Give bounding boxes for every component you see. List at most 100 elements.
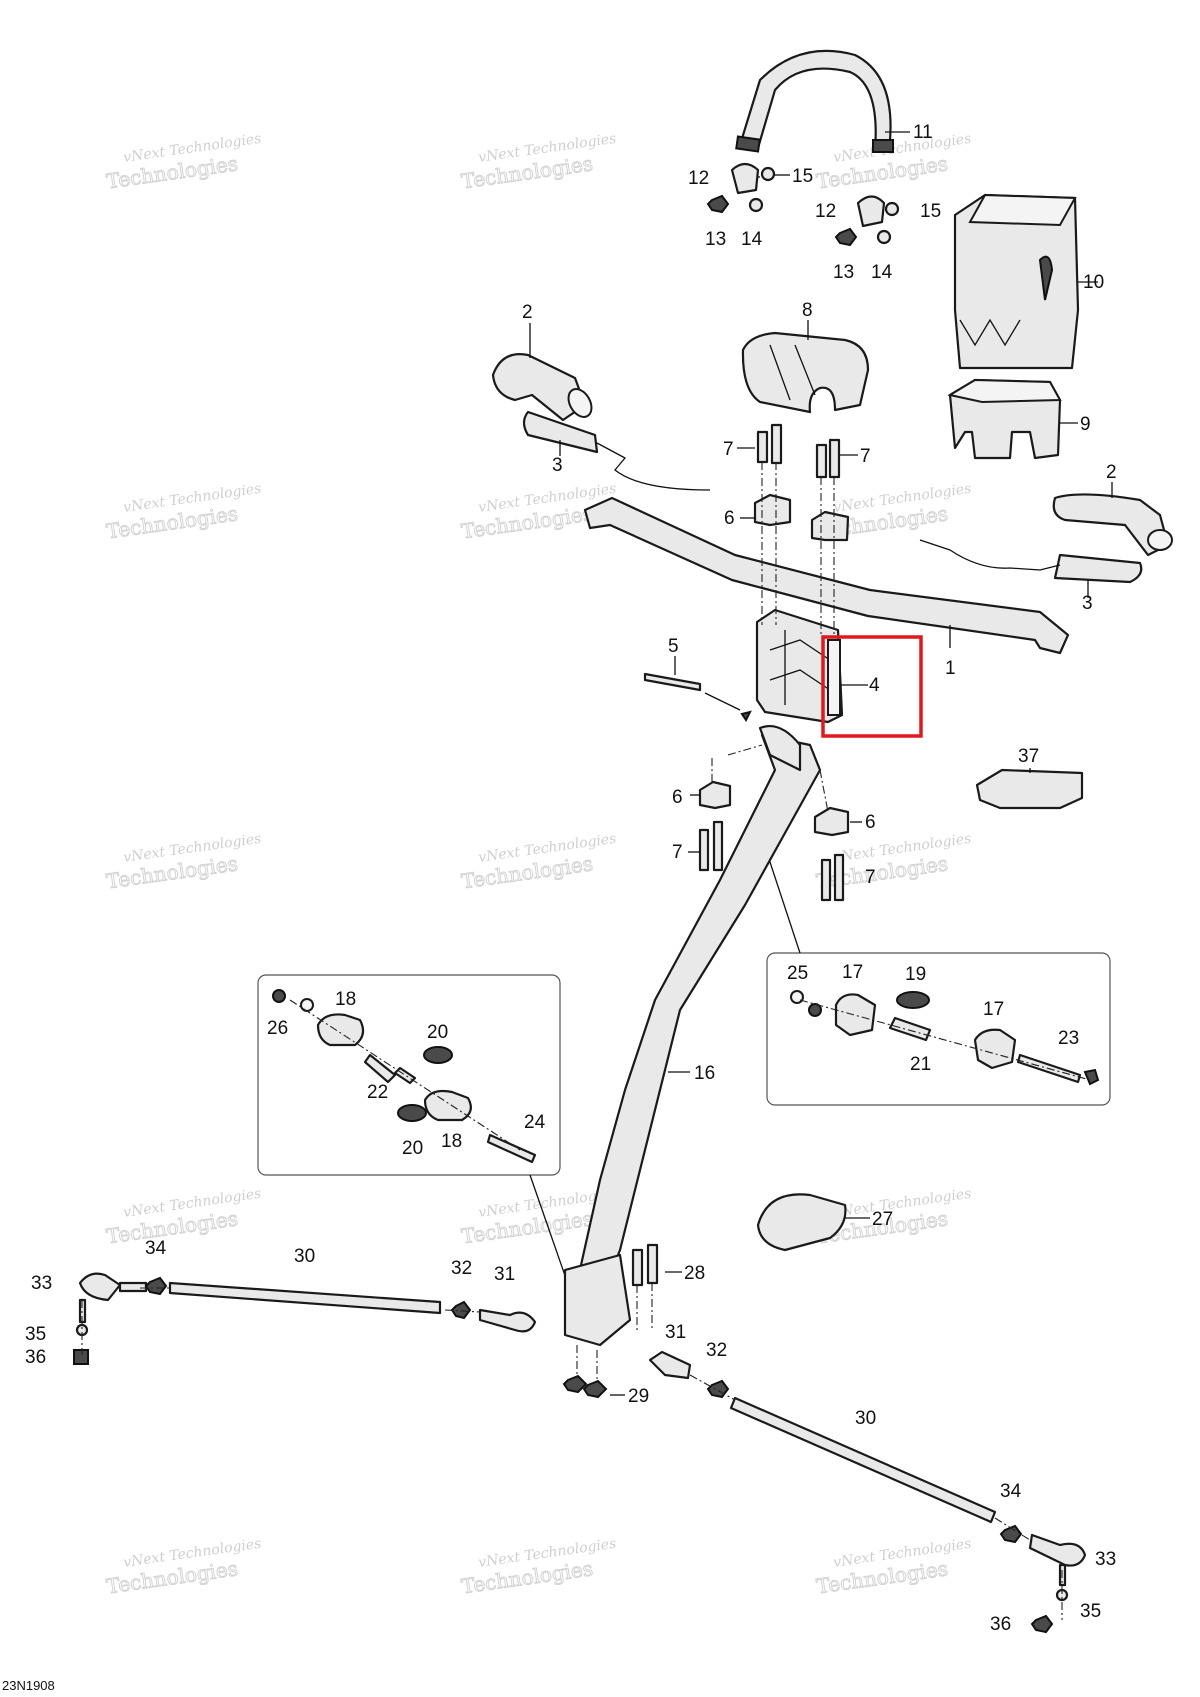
watermark: vNext Technologies Technologies: [814, 131, 972, 194]
callout-20-bottom: 20: [402, 1138, 423, 1159]
callout-22: 22: [367, 1082, 388, 1103]
watermark: vNext Technologies Technologies: [104, 1186, 262, 1249]
watermark: vNext Technologies Technologies: [104, 131, 262, 194]
part-9-block: [947, 378, 1062, 460]
callout-15-right: 15: [920, 201, 941, 222]
callout-5: 5: [668, 636, 679, 657]
part-1-handlebar: [583, 496, 1070, 655]
callout-34-left: 34: [145, 1238, 167, 1259]
callout-24: 24: [524, 1112, 546, 1133]
callout-13-right: 13: [833, 262, 854, 283]
callout-17-right: 17: [983, 999, 1004, 1020]
leader-lines: [529, 131, 1113, 1396]
callout-29: 29: [628, 1386, 649, 1407]
tie-rod-ends-right: [648, 1350, 1087, 1634]
callout-34-right: 34: [1000, 1481, 1022, 1502]
callout-11: 11: [913, 122, 933, 143]
callout-31-left: 31: [494, 1264, 515, 1285]
part-10-cover: [953, 193, 1080, 370]
callout-3-left: 3: [552, 455, 563, 476]
callout-30-right: 30: [855, 1408, 876, 1429]
part-7-bolts-bottom: [698, 820, 845, 902]
part-16-column: [563, 724, 822, 1347]
watermark: vNext Technologies Technologies: [814, 1536, 972, 1599]
part-27-cover: [756, 1193, 847, 1252]
watermark: vNext Technologies Technologies: [104, 1536, 262, 1599]
clamp-group-right: [834, 195, 900, 247]
callout-27: 27: [872, 1209, 893, 1230]
clamp-group-left: [706, 162, 776, 214]
watermark: vNext Technologies Technologies: [459, 131, 617, 194]
part-30-tie-rod-left: [168, 1281, 442, 1315]
part-8-cover: [741, 331, 870, 414]
callout-37: 37: [1018, 746, 1039, 767]
callout-18-bottom: 18: [441, 1131, 462, 1152]
callout-19: 19: [905, 964, 926, 985]
callout-33-left: 33: [31, 1273, 52, 1294]
callout-21: 21: [910, 1054, 931, 1075]
callout-31-right: 31: [665, 1322, 686, 1343]
assembly-lines: [81, 462, 1063, 1620]
callout-2-right: 2: [1106, 462, 1117, 483]
callout-25: 25: [787, 963, 808, 984]
callout-28: 28: [684, 1263, 705, 1284]
callout-36-left: 36: [25, 1347, 46, 1368]
callout-2-left: 2: [522, 302, 533, 323]
callout-16: 16: [694, 1063, 715, 1084]
callout-23: 23: [1058, 1028, 1079, 1049]
callout-20-top: 20: [427, 1022, 448, 1043]
callout-14-left: 14: [741, 229, 763, 250]
part-2-grip-left: [491, 353, 593, 422]
tie-rod-ends-left: [73, 1272, 537, 1365]
callout-3-right: 3: [1082, 593, 1093, 614]
callout-6-right: 6: [865, 812, 876, 833]
callout-32-right: 32: [706, 1340, 727, 1361]
part-4-bracket: [755, 608, 844, 724]
callout-26: 26: [267, 1018, 288, 1039]
part-5-strip: [643, 672, 752, 722]
callout-36-right: 36: [990, 1614, 1011, 1635]
callout-10: 10: [1083, 272, 1104, 293]
part-29-nuts: [562, 1374, 608, 1399]
callout-32-left: 32: [451, 1258, 472, 1279]
detail-left-parts: [272, 989, 537, 1164]
callout-12-right: 12: [815, 201, 836, 222]
part-7-bolts-top: [756, 423, 841, 479]
detail-box-left: [257, 974, 561, 1176]
detail-right-parts: [790, 990, 1100, 1086]
callout-35-left: 35: [25, 1324, 46, 1345]
callout-7-bottom-right: 7: [865, 867, 876, 888]
callout-7-bottom-left: 7: [672, 842, 683, 863]
part-2-grip-right: [1052, 493, 1173, 557]
callout-13-left: 13: [705, 229, 726, 250]
callout-7-top-left: 7: [723, 439, 734, 460]
callout-6-mid: 6: [672, 787, 683, 808]
part-6-caps-bottom: [698, 780, 850, 837]
callout-30-left: 30: [294, 1246, 315, 1267]
highlight-part-4: [821, 635, 923, 738]
part-3-lever-right: [919, 539, 1143, 584]
callout-labels: 1 2 2 3 3 4 5 6 6 6 7 7 7 7 8 9 10 11 12…: [25, 122, 1117, 1635]
drawing-code: 23N1908: [2, 1678, 55, 1693]
part-28-bolts: [631, 1243, 659, 1287]
callout-35-right: 35: [1080, 1601, 1101, 1622]
callout-18-top: 18: [335, 989, 356, 1010]
callout-8: 8: [802, 300, 813, 321]
callout-17-left: 17: [842, 962, 863, 983]
part-37-plate: [975, 768, 1084, 810]
part-3-lever-left: [522, 410, 711, 491]
callout-12-left: 12: [688, 168, 709, 189]
callout-9: 9: [1080, 414, 1091, 435]
watermark: vNext Technologies Technologies: [459, 1536, 617, 1599]
callout-33-right: 33: [1095, 1549, 1116, 1570]
watermark: vNext Technologies Technologies: [104, 831, 262, 894]
part-30-tie-rod-right: [729, 1396, 997, 1524]
callout-6-top: 6: [724, 508, 735, 529]
callout-7-top-right: 7: [860, 446, 871, 467]
watermark: vNext Technologies Technologies: [104, 481, 262, 544]
callout-1: 1: [945, 658, 956, 679]
watermark: vNext Technologies Technologies: [459, 831, 617, 894]
callout-15-left: 15: [792, 166, 813, 187]
part-6-caps-top: [753, 493, 850, 542]
